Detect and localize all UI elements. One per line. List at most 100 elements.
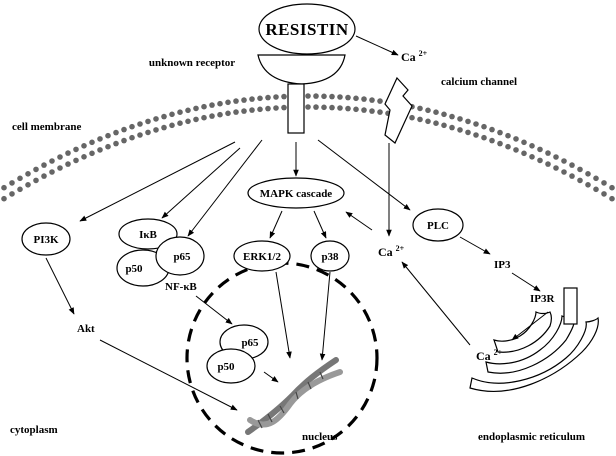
- p50-label-nucleus: p50: [217, 361, 235, 373]
- unknown-receptor-label: unknown receptor: [149, 57, 235, 69]
- membrane-dot: [321, 104, 327, 111]
- membrane-dot: [521, 139, 527, 146]
- membrane-dot: [249, 96, 255, 102]
- membrane-dot: [177, 109, 183, 115]
- membrane-dot: [49, 158, 55, 164]
- membrane-dot: [449, 124, 455, 131]
- membrane-dot: [17, 186, 23, 193]
- membrane-dot: [577, 166, 583, 173]
- arrow-ca-to-mapk: [345, 211, 373, 231]
- membrane-dot: [257, 95, 263, 102]
- membrane-dot: [409, 114, 415, 121]
- membrane-dot: [265, 105, 271, 112]
- arrow-ip3-to-ip3r: [511, 272, 541, 292]
- membrane-dot: [241, 97, 247, 103]
- membrane-dot: [9, 191, 15, 197]
- membrane-dot: [609, 195, 615, 202]
- membrane-dot: [329, 104, 335, 111]
- membrane-dot: [521, 150, 527, 157]
- membrane-dot: [345, 105, 351, 112]
- receptor-shape: [257, 54, 346, 85]
- membrane-dot: [489, 126, 495, 133]
- cell-membrane-dots: [1, 93, 615, 202]
- membrane-dot: [601, 191, 607, 197]
- membrane-dot: [481, 123, 487, 130]
- membrane-dot: [65, 150, 71, 156]
- membrane-dot: [121, 126, 127, 133]
- membrane-dot: [529, 143, 535, 149]
- calcium-channel-label: calcium channel: [441, 76, 517, 88]
- membrane-dot: [473, 121, 479, 127]
- membrane-dot: [177, 120, 183, 126]
- membrane-dot: [593, 175, 599, 182]
- membrane-dot: [441, 111, 447, 118]
- membrane-dot: [185, 118, 191, 125]
- dna-helix-icon: [245, 357, 343, 435]
- nfkb-label: NF-κB: [165, 281, 197, 293]
- membrane-dot: [481, 134, 487, 141]
- membrane-dot: [153, 116, 159, 122]
- membrane-dot: [609, 184, 615, 191]
- arrow-receptor-to-plc: [317, 139, 411, 211]
- membrane-dot: [545, 161, 551, 167]
- membrane-dot: [257, 106, 263, 113]
- membrane-dot: [137, 132, 143, 138]
- arrow-plc-to-ip3: [459, 236, 491, 255]
- mapk-cascade-label: MAPK cascade: [260, 188, 333, 200]
- membrane-dot: [553, 154, 559, 160]
- membrane-dot: [121, 137, 127, 144]
- ikb-label: IκB: [139, 229, 157, 241]
- membrane-dot: [417, 116, 423, 123]
- membrane-dot: [185, 107, 191, 114]
- membrane-dot: [361, 107, 367, 113]
- pi3k-label: PI3K: [33, 234, 59, 246]
- membrane-dot: [265, 94, 271, 101]
- membrane-dot: [529, 154, 535, 160]
- cytoplasm-label: cytoplasm: [10, 424, 58, 436]
- membrane-dot: [225, 110, 231, 117]
- membrane-dot: [361, 96, 367, 102]
- membrane-dot: [145, 118, 151, 125]
- membrane-dot: [201, 114, 207, 121]
- calcium-channel-shape: [384, 76, 413, 144]
- arrow-mapk-to-p38: [313, 210, 327, 239]
- membrane-dot: [433, 109, 439, 115]
- membrane-dot: [49, 169, 55, 175]
- membrane-dot: [25, 182, 31, 188]
- membrane-dot: [473, 132, 479, 138]
- membrane-dot: [33, 166, 39, 173]
- membrane-dot: [281, 104, 287, 111]
- endoplasmic-reticulum-shape: [469, 287, 599, 392]
- membrane-dot: [129, 123, 135, 130]
- membrane-dot: [505, 143, 511, 150]
- membrane-dot: [9, 180, 15, 186]
- arrow-nfkb-to-nucleus: [195, 295, 233, 325]
- arrow-pi3k-to-akt: [45, 257, 75, 315]
- p50-label-cytoplasm: p50: [125, 263, 143, 275]
- membrane-dot: [313, 104, 319, 110]
- membrane-dot: [241, 108, 247, 114]
- membrane-dot: [73, 146, 79, 153]
- membrane-dot: [233, 109, 239, 115]
- membrane-dot: [601, 180, 607, 186]
- arrow-receptor-to-ikb: [161, 147, 241, 219]
- membrane-dot: [217, 100, 223, 107]
- membrane-dot: [145, 129, 151, 136]
- ikb-node: [118, 218, 178, 250]
- membrane-dot: [81, 143, 87, 149]
- membrane-dot: [97, 136, 103, 142]
- membrane-dot: [569, 173, 575, 179]
- membrane-dot: [585, 182, 591, 188]
- p65-node-cytoplasm: [155, 236, 205, 276]
- membrane-dot: [169, 111, 175, 118]
- membrane-dot: [593, 186, 599, 193]
- membrane-dot: [17, 175, 23, 182]
- arrows: [45, 35, 549, 411]
- p65-label-cytoplasm: p65: [173, 251, 191, 263]
- membrane-dot: [225, 99, 231, 106]
- membrane-dot: [353, 95, 359, 102]
- membrane-dot: [193, 105, 199, 112]
- membrane-dot: [337, 94, 343, 100]
